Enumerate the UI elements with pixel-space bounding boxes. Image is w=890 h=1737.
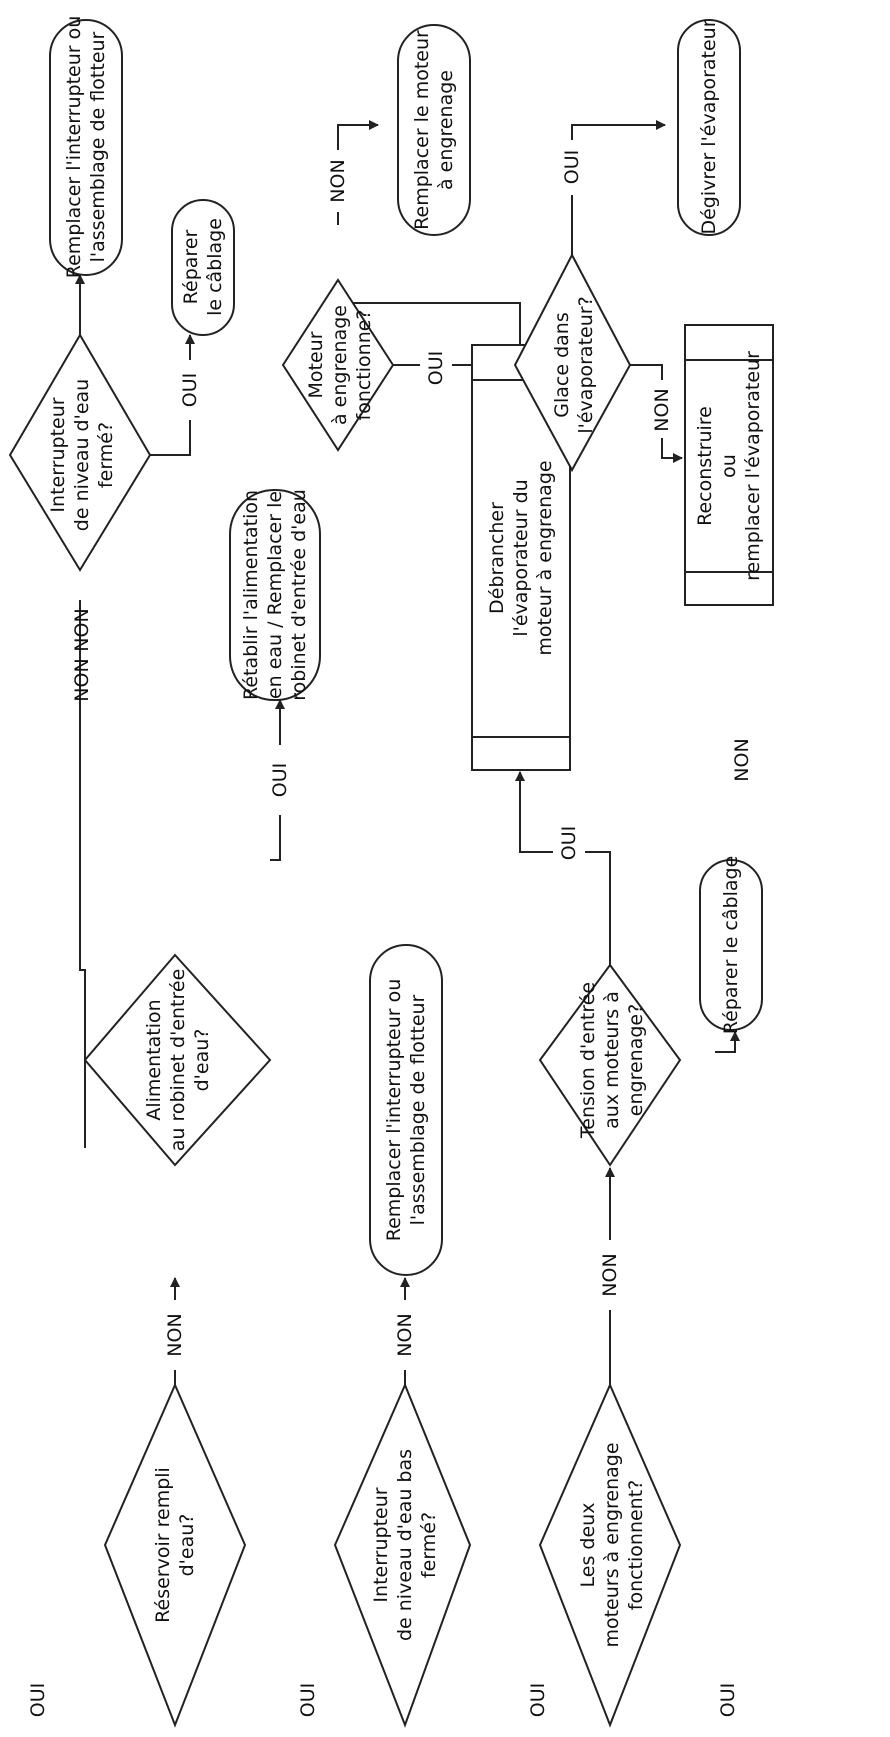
deux-moteurs-line: moteurs à engrenage [601,1442,623,1647]
edge-label-moteur-non: NON [327,159,349,202]
niveau-bas-line: fermé? [418,1512,440,1578]
moteur-fonctionne-line: fonctionne? [353,309,375,420]
edge-label-moteur-oui: OUI [425,351,447,385]
edge-label-alimentation-oui: OUI [269,763,291,797]
remplacer-top-line: Remplacer l'interrupteur ou [63,16,85,279]
retablir-line: robinet d'entrée d'eau [288,489,310,701]
edge-label-tension-oui: OUI [558,826,580,860]
remplacer-moteur-line: à engrenage [435,70,457,190]
terminal-reparer-bottom: Réparer le câblage [699,856,763,1035]
retablir-line: Rétablir l'alimentation [240,490,262,700]
edge-label-reservoir-non: NON [164,1313,186,1356]
alimentation-line: d'eau? [191,1029,213,1092]
edge-label-niveau-oui: OUI [179,373,201,407]
debrancher-line: l'évaporateur du [510,479,532,636]
debrancher-line: Débrancher [486,502,508,614]
retablir-line: en eau / Remplacer le [264,491,286,699]
moteur-fonctionne-line: à engrenage [329,305,351,425]
moteur-fonctionne-line: Moteur [305,331,327,398]
edge-label-start-oui: OUI [27,1683,49,1717]
tension-line: aux moteurs à [601,991,623,1129]
niveau-bas-line: de niveau d'eau bas [394,1449,416,1641]
edge-label-deux-moteurs-non: NON [599,1253,621,1296]
degivrer-label: Dégivrer l'évaporateur [698,19,720,234]
alimentation-line: au robinet d'entrée [167,969,189,1152]
niveau-ferme-line: fermé? [95,422,117,488]
debrancher-line: moteur à engrenage [534,460,556,655]
terminal-degivrer: Dégivrer l'évaporateur [677,19,741,236]
niveau-ferme-line: Interrupteur [47,397,69,512]
edge-label-niveau-bas-oui: OUI [527,1683,549,1717]
edge-label-tension-non: NON [731,738,753,781]
reconstruire-line: Reconstruire [694,406,716,526]
glace-line: Glace dans [551,312,573,417]
tension-line: Tension d'entrée [577,982,599,1139]
edge-label-alimentation-non-a: NON [71,658,93,701]
edge-labels: OUI NON OUI NON NON OUI OUI NON OUI NON … [22,140,753,1723]
niveau-ferme-line: de niveau d'eau [71,379,93,531]
edge-label-reservoir-oui: OUI [297,1683,319,1717]
remplacer-top-line: l'assemblage de flotteur [87,31,109,262]
reparer-bottom-label: Réparer le câblage [720,856,742,1035]
reservoir-line: Réservoir rempli [152,1467,174,1623]
niveau-bas-line: Interrupteur [370,1487,392,1602]
edge-label-alimentation-non-b: NON [71,608,93,651]
remplacer-mid-line: Remplacer l'interrupteur ou [383,979,405,1242]
reparer-top-line: Réparer [180,229,202,304]
edge-label-glace-non: NON [651,388,673,431]
reconstruire-line: remplacer l'évaporateur [742,351,764,581]
reconstruire-line: ou [718,454,740,478]
edge-label-niveau-bas-non: NON [394,1313,416,1356]
deux-moteurs-line: fonctionnent? [625,1480,647,1611]
arrow-tension-non [715,1031,740,1053]
reparer-bottom-line: Réparer le câblage [720,856,742,1035]
reservoir-line: d'eau? [176,1514,198,1577]
arrow-glace-oui [571,120,666,255]
edge-label-glace-oui: OUI [561,150,583,184]
glace-line: l'évaporateur? [575,296,597,433]
reparer-top-line: le câblage [204,218,226,316]
remplacer-mid-line: l'assemblage de flotteur [407,994,429,1225]
remplacer-moteur-line: Remplacer le moteur [411,30,433,230]
edge-label-deux-moteurs-oui: OUI [717,1683,739,1717]
deux-moteurs-line: Les deux [577,1503,599,1588]
alimentation-line: Alimentation [143,999,165,1120]
degivrer-line: Dégivrer l'évaporateur [698,19,720,234]
tension-line: engrenage? [625,1004,647,1116]
